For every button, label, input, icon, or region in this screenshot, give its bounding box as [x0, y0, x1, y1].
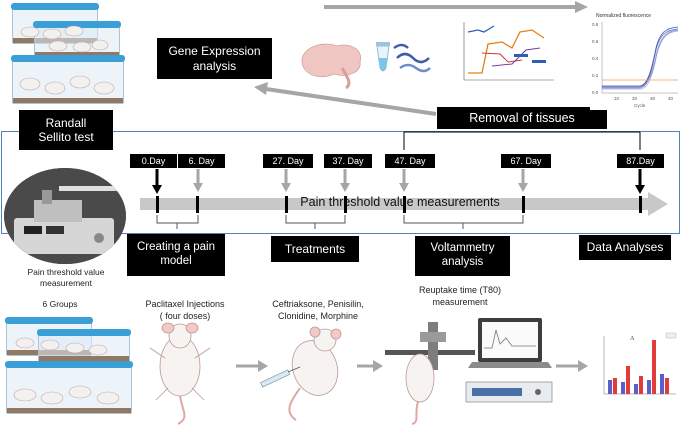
removal-of-tissues-label: Removal of tissues: [437, 107, 607, 129]
qpcr-xtick-1: 20: [632, 96, 638, 101]
tick-day-37: [344, 196, 347, 213]
tick-day-0: [156, 196, 159, 213]
gene-expression-label: Gene Expression analysis: [157, 38, 272, 79]
qpcr-ytick-2: 0.4: [592, 56, 599, 61]
phase-brackets: [156, 215, 524, 229]
groups-caption: 6 Groups: [42, 299, 78, 309]
creating-pain-model-label: Creating a pain model: [127, 234, 225, 276]
tick-day-6: [196, 196, 199, 213]
result-bars: [608, 340, 669, 394]
data-analyses-label: Data Analyses: [579, 235, 671, 260]
potentiostat-icon: [465, 381, 553, 403]
tick-day-27: [285, 196, 288, 213]
voltammetry-setup-icon: [385, 322, 475, 425]
day-label-87: 87.Day: [617, 154, 664, 168]
qpcr-ytick-4: 0.8: [592, 22, 599, 27]
cage-mice: [13, 25, 120, 405]
day-label-47: 47. Day: [385, 154, 435, 168]
randall-sellito-label: Randall Sellito test: [19, 110, 113, 150]
qpcr-axes: [601, 22, 678, 94]
qpcr-xtick-0: 10: [614, 96, 620, 101]
day-label-37: 37. Day: [324, 154, 372, 168]
qpcr-xtick-3: 40: [668, 96, 674, 101]
randall-selitto-device-image: [4, 168, 126, 264]
results-chart-label: A: [630, 336, 635, 342]
rat-paclitaxel-icon: [149, 322, 211, 425]
qpcr-xlabel: Cycle: [634, 103, 646, 108]
paclitaxel-caption: Paclitaxel Injections ( four doses): [145, 299, 225, 322]
tick-day-87: [639, 196, 642, 213]
qpcr-ytick-1: 0.2: [592, 73, 599, 78]
results-bar-chart: A: [594, 330, 680, 408]
qpcr-chart: Normalized fluorescence 0.0 0.2 0.4 0.6 …: [590, 8, 680, 110]
qpcr-ytick-0: 0.0: [592, 90, 599, 95]
treatments-label: Treatments: [271, 236, 359, 262]
return-arrow: [254, 82, 437, 116]
bottom-row-illustrations: [149, 318, 588, 425]
tick-day-47: [403, 196, 406, 213]
tube-icon: [376, 42, 390, 72]
arrow-2: [357, 360, 383, 372]
qpcr-xtick-2: 30: [650, 96, 656, 101]
gene-expression-illustrations: [301, 20, 557, 90]
treatment-drugs-caption: Ceftriaksone, Penisilin, Clonidine, Morp…: [272, 299, 364, 322]
arrow-1: [236, 360, 268, 372]
qpcr-ytick-3: 0.6: [592, 39, 599, 44]
tick-day-67: [522, 196, 525, 213]
reuptake-caption: Reuptake time (T80) measurement: [418, 285, 502, 308]
brain-icon: [301, 43, 361, 90]
voltammetry-label: Voltammetry analysis: [415, 236, 510, 276]
day-arrows: [152, 131, 645, 194]
qpcr-curves: [602, 26, 679, 90]
timeline-text: Pain threshold value measurements: [300, 195, 500, 209]
dna-icon: [393, 43, 431, 73]
pcr-plot-icon: [457, 20, 557, 88]
day-label-0: 0.Day: [130, 154, 177, 168]
laptop-icon: [468, 318, 552, 368]
day-label-67: 67. Day: [501, 154, 551, 168]
arrow-3: [556, 360, 588, 372]
top-arrow: [324, 1, 588, 13]
qpcr-title: Normalized fluorescence: [596, 13, 651, 19]
timeline-frame: [1, 131, 680, 234]
pain-threshold-caption: Pain threshold value measurement: [27, 267, 105, 289]
day-label-6: 6. Day: [178, 154, 225, 168]
device-illustration: [4, 168, 126, 264]
syringe-icon: [260, 366, 301, 388]
day-label-27: 27. Day: [263, 154, 313, 168]
rat-treatment-icon: [288, 326, 342, 421]
